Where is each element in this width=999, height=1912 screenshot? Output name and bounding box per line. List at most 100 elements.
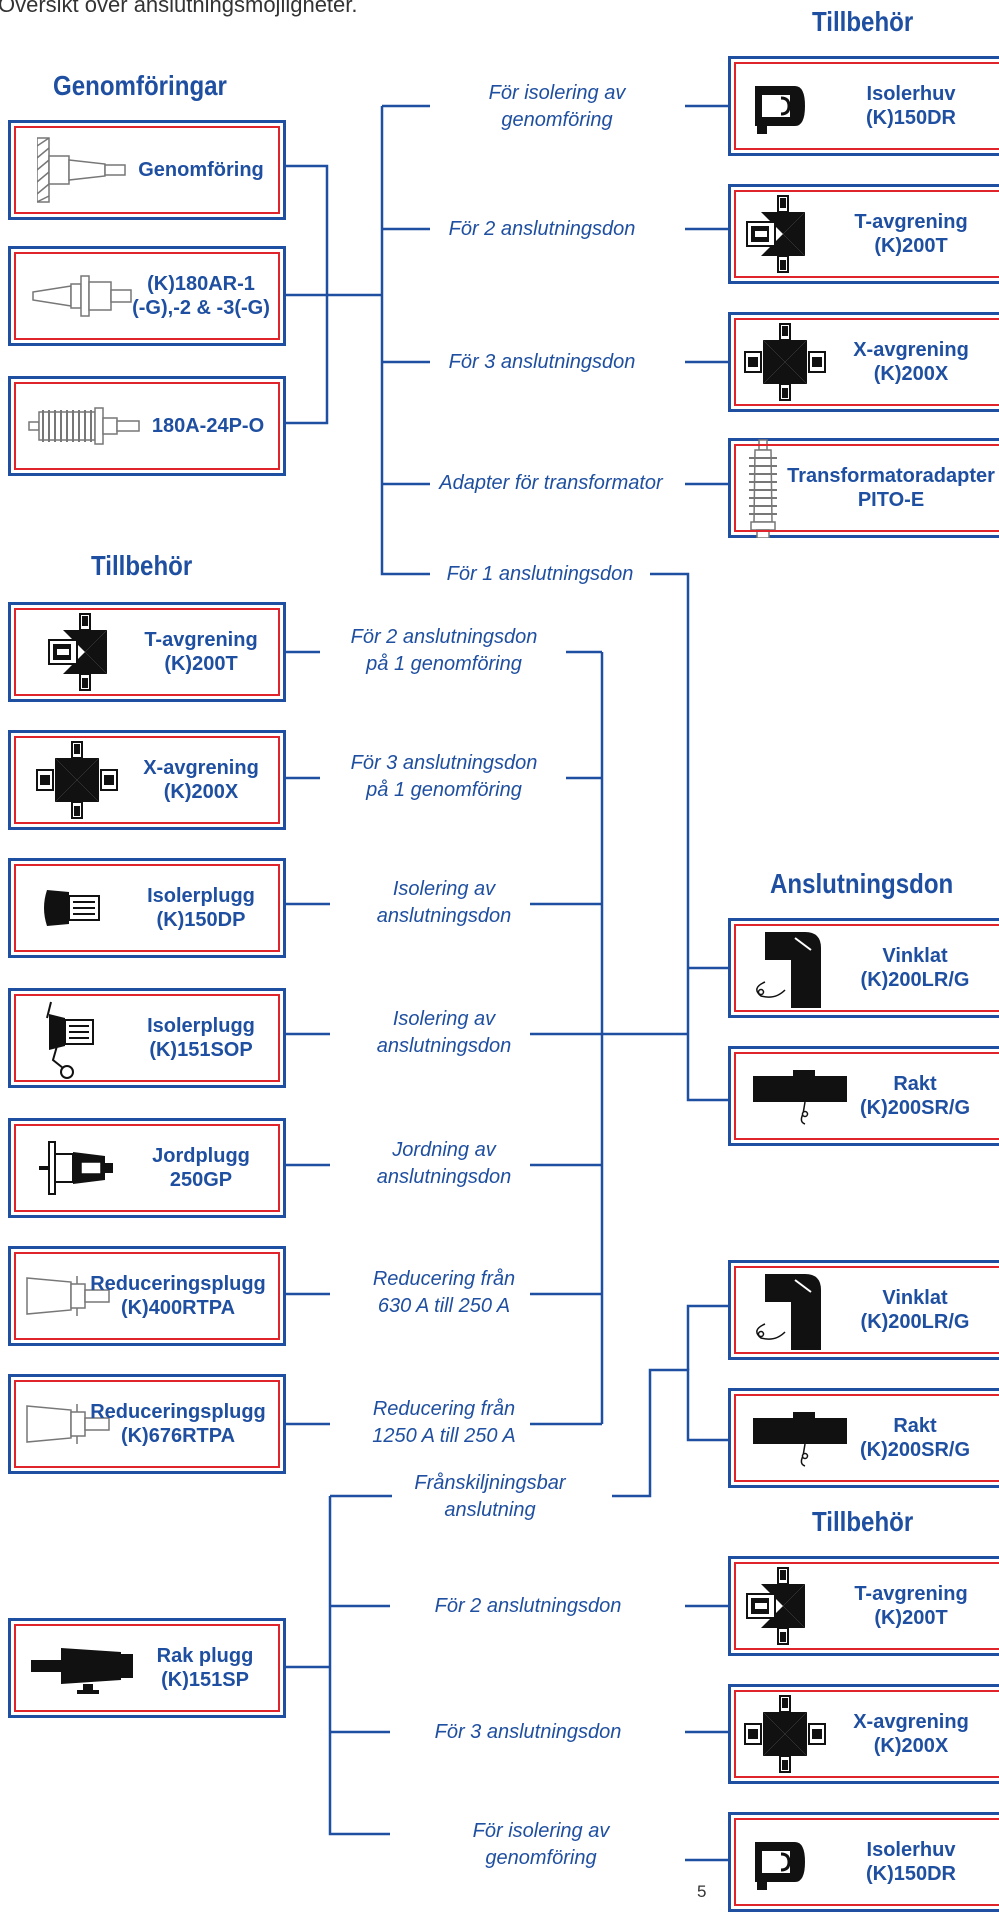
caption-line1: Isolering av xyxy=(392,1008,496,1030)
caption-line1: Adapter för transformator xyxy=(439,472,663,494)
left-accessory-line1: Jordplugg xyxy=(152,1145,250,1167)
bushing-wall-icon xyxy=(37,137,126,203)
caption: För isolering av genomföring xyxy=(473,1818,610,1872)
intro-text: Översikt över anslutningsmöjligheter. xyxy=(0,0,358,17)
heading-accessories-top: Tillbehör xyxy=(812,6,914,37)
caption-line1: För 2 anslutningsdon xyxy=(448,218,636,240)
connector-line1: Rakt xyxy=(893,1073,937,1095)
left-accessory-card[interactable]: X-avgrening (K)200X xyxy=(8,730,286,830)
insulating-cap-icon xyxy=(753,1840,807,1892)
caption-line1: Reducering från xyxy=(372,1398,516,1420)
x-branch-icon xyxy=(36,741,118,819)
caption-line2: anslutningsdon xyxy=(376,1166,512,1188)
connector-line2: (K)200LR/G xyxy=(860,969,970,991)
elbow-connector-icon xyxy=(755,1273,822,1351)
left-accessory-card[interactable]: Jordplugg 250GP xyxy=(8,1118,286,1218)
x-branch-icon xyxy=(744,323,826,401)
left-accessory-line2: (K)150DP xyxy=(156,909,246,931)
top-accessory-card[interactable]: X-avgrening (K)200X xyxy=(728,312,999,412)
caption: Jordning av anslutningsdon xyxy=(377,1137,512,1191)
straight-plug-line1: Rak plugg xyxy=(156,1645,254,1667)
left-accessory-card[interactable]: Isolerplugg (K)151SOP xyxy=(8,988,286,1088)
caption: Adapter för transformator xyxy=(439,470,662,497)
top-accessory-line1: X-avgrening xyxy=(853,339,969,361)
caption-line1: För 1 anslutningsdon xyxy=(446,563,634,585)
heading-accessories-bottom: Tillbehör xyxy=(812,1506,914,1537)
left-accessory-line2: (K)200T xyxy=(164,653,238,675)
connector-card[interactable]: Rakt (K)200SR/G xyxy=(728,1388,999,1488)
caption-line2: genomföring xyxy=(485,1847,597,1869)
bottom-accessory-card[interactable]: X-avgrening (K)200X xyxy=(728,1684,999,1784)
left-accessory-card[interactable]: T-avgrening (K)200T xyxy=(8,602,286,702)
connector-card[interactable]: Rakt (K)200SR/G xyxy=(728,1046,999,1146)
top-accessory-line1: Transformatoradapter xyxy=(787,465,995,487)
connector-line1: Vinklat xyxy=(882,1287,948,1309)
connector-line2: (K)200SR/G xyxy=(859,1439,971,1461)
x-branch-icon xyxy=(744,1695,826,1773)
heading-bushings: Genomföringar xyxy=(53,70,227,101)
bushing-line1: 180A-24P-O xyxy=(151,415,265,437)
left-accessory-line1: Reduceringsplugg xyxy=(90,1273,266,1295)
caption-line1: Reducering från xyxy=(372,1268,516,1290)
top-accessory-line2: PITO-E xyxy=(857,489,925,511)
caption-line1: För 3 anslutningsdon xyxy=(448,351,636,373)
bushing-card[interactable]: 180A-24P-O xyxy=(8,376,286,476)
connector-line2: (K)200LR/G xyxy=(860,1311,970,1333)
left-accessory-line2: (K)400RTPA xyxy=(120,1297,236,1319)
left-accessory-line2: 250GP xyxy=(169,1169,233,1191)
transformer-adapter-icon xyxy=(748,439,778,538)
bottom-accessory-card[interactable]: T-avgrening (K)200T xyxy=(728,1556,999,1656)
left-accessory-line2: (K)200X xyxy=(163,781,239,803)
left-accessory-line1: Isolerplugg xyxy=(147,1015,255,1037)
connector-card[interactable]: Vinklat (K)200LR/G xyxy=(728,1260,999,1360)
bottom-accessory-card[interactable]: Isolerhuv (K)150DR xyxy=(728,1812,999,1912)
top-accessory-line2: (K)150DR xyxy=(865,107,957,129)
bushing-card[interactable]: (K)180AR-1 (-G),-2 & -3(-G) xyxy=(8,246,286,346)
bottom-accessory-line1: X-avgrening xyxy=(853,1711,969,1733)
caption-line2: 630 A till 250 A xyxy=(377,1295,511,1317)
caption-line1: För 3 anslutningsdon xyxy=(434,1721,622,1743)
caption-line1: Jordning av xyxy=(392,1139,496,1161)
straight-plug-card[interactable]: Rak plugg (K)151SP xyxy=(8,1618,286,1718)
bottom-accessory-line2: (K)200T xyxy=(874,1607,948,1629)
left-accessory-line1: X-avgrening xyxy=(143,757,259,779)
top-accessory-card[interactable]: Transformatoradapter PITO-E xyxy=(728,438,999,538)
caption-line2: på 1 genomföring xyxy=(366,653,522,675)
bushing-insert-icon xyxy=(32,275,132,317)
connector-card[interactable]: Vinklat (K)200LR/G xyxy=(728,918,999,1018)
left-accessory-line2: (K)676RTPA xyxy=(120,1425,236,1447)
bushing-ribbed-icon xyxy=(28,407,140,445)
left-accessory-card[interactable]: Reduceringsplugg (K)400RTPA xyxy=(8,1246,286,1346)
left-accessory-card[interactable]: Reduceringsplugg (K)676RTPA xyxy=(8,1374,286,1474)
top-accessory-card[interactable]: T-avgrening (K)200T xyxy=(728,184,999,284)
straight-plug-icon xyxy=(31,1648,133,1694)
caption-line1: För 2 anslutningsdon xyxy=(434,1595,622,1617)
caption-line2: anslutningsdon xyxy=(376,1035,512,1057)
caption-line1: För 3 anslutningsdon xyxy=(350,752,538,774)
t-branch-icon xyxy=(746,195,806,273)
t-branch-icon xyxy=(48,613,108,691)
caption-line1: För isolering av xyxy=(488,82,626,104)
insulating-cap-icon xyxy=(753,84,807,136)
caption: För 1 anslutningsdon xyxy=(447,561,634,588)
bushing-line1: Genomföring xyxy=(138,159,264,181)
top-accessory-card[interactable]: Isolerhuv (K)150DR xyxy=(728,56,999,156)
left-accessory-line1: Isolerplugg xyxy=(147,885,255,907)
t-branch-icon xyxy=(746,1567,806,1645)
bushing-line2: (-G),-2 & -3(-G) xyxy=(132,297,270,319)
bushing-card[interactable]: Genomföring xyxy=(8,120,286,220)
left-accessory-card[interactable]: Isolerplugg (K)150DP xyxy=(8,858,286,958)
caption-line2: anslutning xyxy=(444,1499,536,1521)
straight-plug-line2: (K)151SP xyxy=(161,1669,249,1691)
caption: För 3 anslutningsdon xyxy=(449,349,636,376)
connector-line2: (K)200SR/G xyxy=(859,1097,971,1119)
bottom-accessory-line1: Isolerhuv xyxy=(866,1839,956,1861)
top-accessory-line2: (K)200X xyxy=(873,363,949,385)
caption-line2: genomföring xyxy=(501,109,613,131)
left-accessory-line1: T-avgrening xyxy=(144,629,258,651)
caption-line1: För isolering av xyxy=(472,1820,610,1842)
